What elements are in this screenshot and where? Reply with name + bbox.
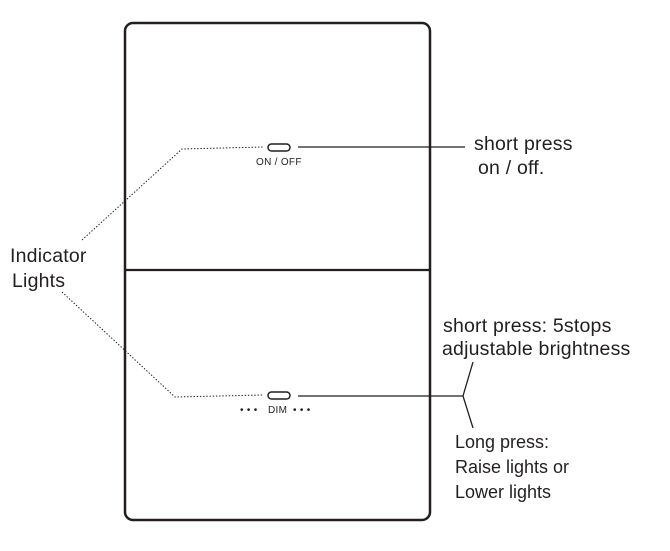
dim-dots-right: • • •	[293, 405, 311, 416]
on-off-callout-line2: on / off.	[478, 157, 545, 179]
switch-plate	[123, 21, 432, 522]
dim-long-press-line2: Raise lights or	[455, 457, 570, 477]
dim-dots-left: • • •	[240, 405, 258, 416]
dim-callout-branch	[462, 361, 474, 429]
indicator-lights-label-line2: Lights	[12, 270, 66, 292]
on-off-button-label: ON / OFF	[256, 157, 302, 168]
dim-short-press-line1: short press: 5stops	[443, 315, 612, 337]
dim-indicator-light	[267, 391, 291, 400]
on-off-indicator-light	[267, 143, 291, 152]
dim-long-press-line3: Lower lights	[455, 482, 552, 502]
indicator-lights-label-line1: Indicator	[10, 245, 87, 267]
indicator-leader-bottom	[61, 291, 264, 398]
dim-long-press-line1: Long press:	[455, 432, 550, 452]
dim-short-press-line2: adjustable brightness	[442, 338, 631, 360]
dim-button-label: DIM	[268, 405, 288, 416]
indicator-leader-top	[81, 146, 264, 241]
on-off-callout-line1: short press	[474, 133, 573, 155]
